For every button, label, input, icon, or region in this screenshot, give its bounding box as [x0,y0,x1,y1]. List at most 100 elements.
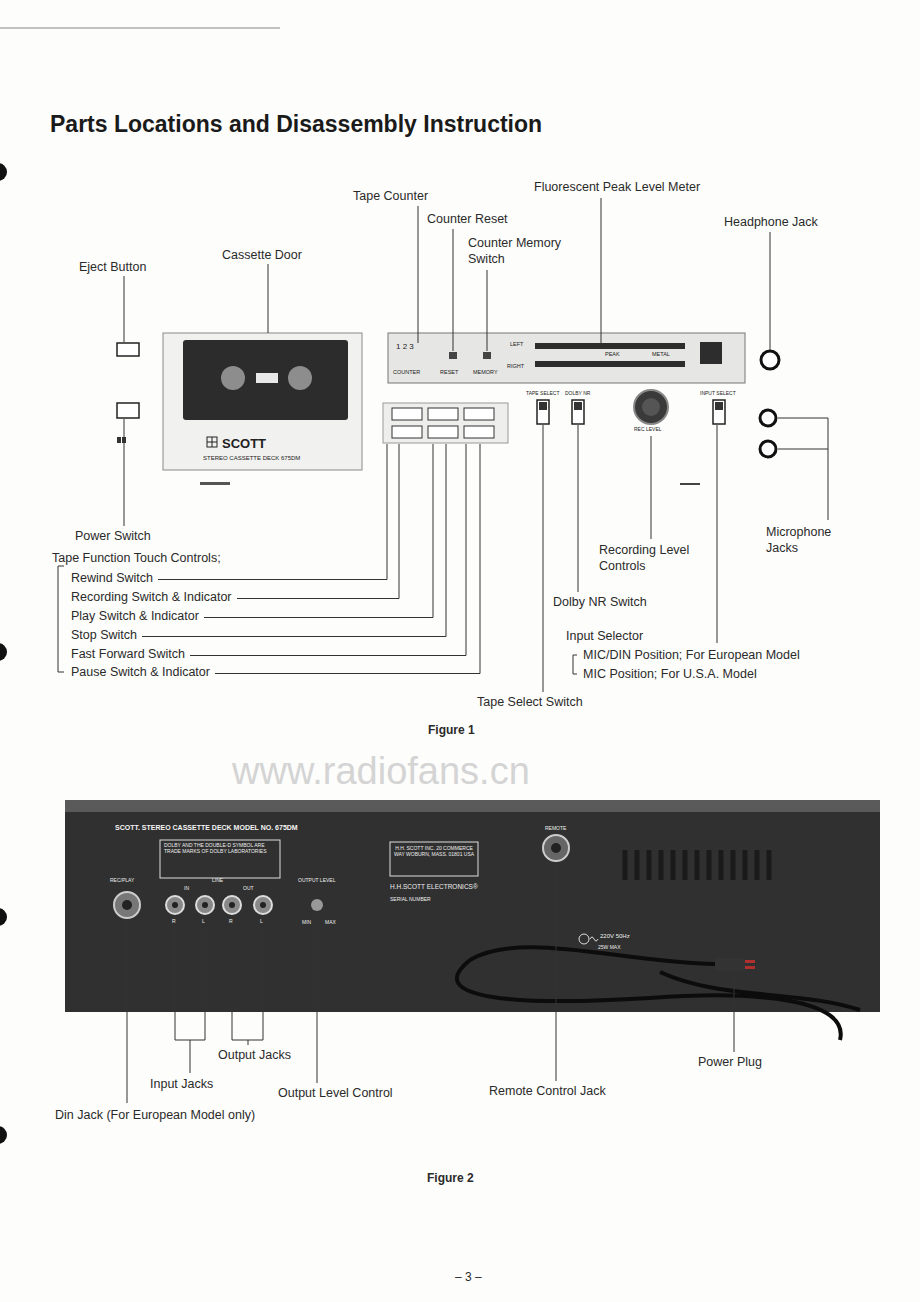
front-panel [574,402,582,410]
figure-caption: Figure 2 [427,1171,474,1186]
panel-marking: OUTPUT LEVEL [298,878,335,884]
rear-panel [707,850,712,880]
panel-marking: DOLBY AND THE DOUBLE-D SYMBOL ARE TRADE … [164,843,276,855]
rear-panel [683,850,688,880]
leader-line [58,198,828,692]
front-panel [539,402,547,410]
panel-marking: 25W MAX [598,945,621,951]
rear-panel [623,850,628,880]
panel-marking: L [260,919,263,925]
leader-line [543,425,544,692]
page-number: – 3 – [455,1270,482,1285]
leader-line [778,418,828,520]
leader-line [734,973,735,1052]
rear-panel [65,800,880,1012]
leader-line [717,425,718,643]
leader-line [127,921,128,1103]
panel-marking: PEAK [605,351,620,357]
power-plug [745,960,755,963]
callout-label: Fast Forward Switch [71,647,185,663]
rear-panel [659,850,664,880]
page-marks [0,1126,7,1144]
leader-line [770,232,771,350]
front-panel [221,366,245,390]
panel-marking: REC LEVEL [634,427,662,433]
front-panel [428,426,458,438]
front-panel [537,400,549,424]
front-panel [117,403,139,418]
leader-line [248,1040,249,1045]
power-plug [715,958,745,971]
panel-marking: R [229,919,233,925]
front-panel [207,437,217,447]
panel-marking: MAX [325,920,336,926]
leader-line [190,1040,191,1073]
panel-marking: H.H. SCOTT INC. 20 COMMERCE WAY WOBURN, … [393,846,475,858]
callout-label: Rewind Switch [71,571,153,587]
front-panel [392,408,422,420]
rear-panel [579,934,589,944]
front-panel [713,400,725,424]
leader-line [578,425,579,592]
front-panel [117,437,121,443]
callout-label: Output Level Control [278,1086,393,1102]
callout-label: Tape Function Touch Controls; [52,551,221,567]
callout-label: MIC Position; For U.S.A. Model [583,667,757,683]
rear-panel [731,850,736,880]
front-panel [183,340,348,420]
front-panel [535,343,685,349]
rear-panel [196,896,214,914]
rear-panel [65,800,880,812]
rear-panel [590,937,598,941]
leader-line [651,436,652,539]
leader-line [317,913,318,1083]
panel-marking: MIN [302,920,311,926]
leader-line [142,444,446,637]
brand-logo: SCOTT [222,436,266,452]
callout-label: Stop Switch [71,628,137,644]
power-plug [715,958,755,971]
panel-marking: RIGHT [507,363,524,369]
panel-marking: L [202,919,205,925]
callout-label: Eject Button [79,260,146,276]
panel-marking: RESET [440,369,458,375]
leader-line [778,449,828,450]
leader-line [215,444,480,674]
panel-marking: COUNTER [393,369,420,375]
rear-panel [223,896,241,914]
rear-panel [311,899,323,911]
rear-panel [625,850,769,880]
panel-marking: SERIAL NUMBER [390,897,431,903]
front-panel [760,441,776,457]
rear-panel [635,850,640,880]
callout-label: Counter Memory Switch [468,236,580,267]
callout-label: Cassette Door [222,248,302,264]
rear-panel [671,850,676,880]
power-cord [457,947,860,1040]
page-marks [0,908,7,926]
watermark: www.radiofans.cn [232,748,530,796]
panel-marking: 220V 50Hz [600,933,630,940]
power-cord [470,947,715,964]
panel-marking: DOLBY NR [565,391,590,397]
callout-label: Output Jacks [218,1048,291,1064]
power-cord [660,972,860,1010]
front-panel [428,408,458,420]
front-panel [117,333,779,485]
panel-marking: STEREO CASSETTE DECK 675DM [203,455,300,462]
page-marks [0,28,280,29]
front-panel [288,366,312,390]
panel-marking: REC/PLAY [110,878,134,884]
callout-label: Din Jack (For European Model only) [55,1108,255,1124]
front-panel [761,351,779,369]
callout-label: Headphone Jack [724,215,818,231]
callout-label: Fluorescent Peak Level Meter [534,180,700,196]
power-plug [745,966,755,969]
panel-marking: 1 2 3 [396,342,414,352]
panel-marking: INPUT SELECT [700,391,736,397]
callout-label: Recording Switch & Indicator [71,590,232,606]
front-panel [535,361,685,367]
callout-label: Power Switch [75,529,151,545]
front-panel [483,352,491,359]
